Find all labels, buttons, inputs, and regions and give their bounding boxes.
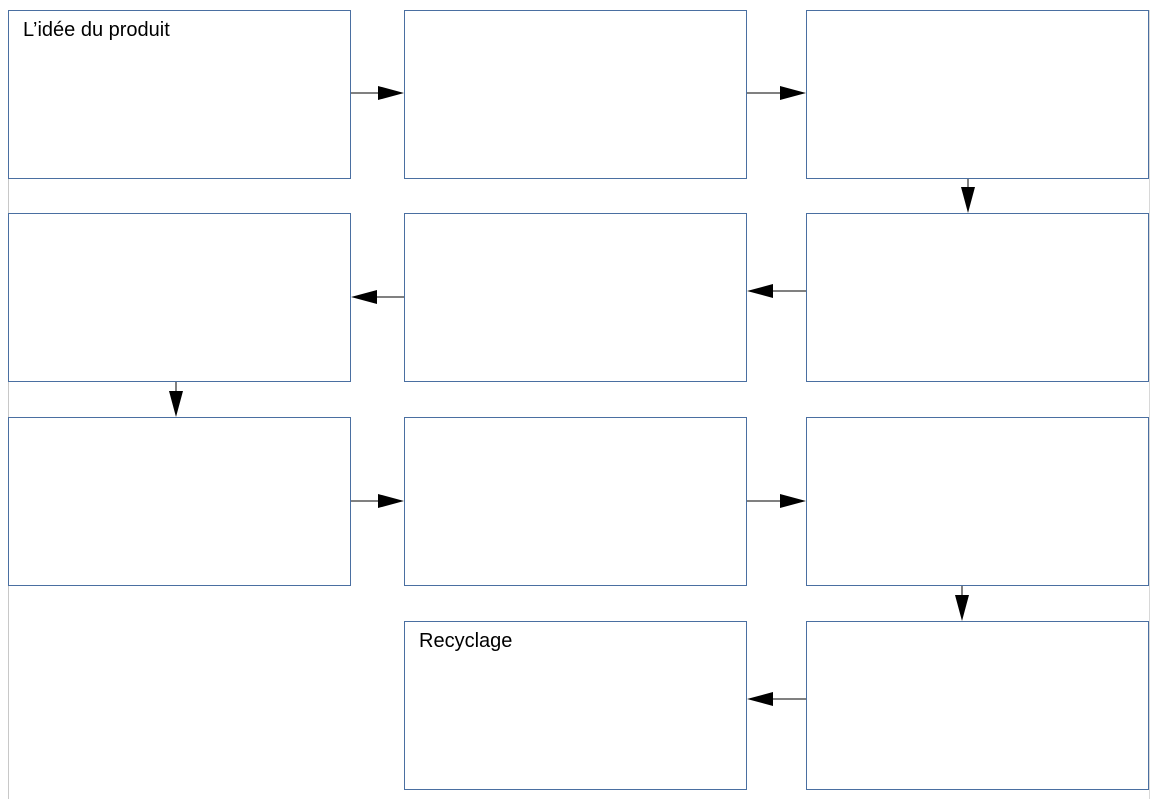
flow-box-9[interactable] (806, 417, 1149, 586)
arrow-3-to-4 (961, 179, 975, 213)
arrow-7-to-8 (351, 494, 404, 508)
flow-box-2[interactable] (404, 10, 747, 179)
arrow-8-to-9 (747, 494, 806, 508)
flow-box-4[interactable] (806, 213, 1149, 382)
arrow-10-to-recycling (747, 692, 806, 706)
flow-box-recycling[interactable]: Recyclage (404, 621, 747, 790)
box-label-recycling: Recyclage (419, 630, 513, 652)
flow-box-6[interactable] (8, 213, 351, 382)
arrow-6-to-7 (169, 382, 183, 417)
page-edge-left (8, 10, 9, 799)
box-label-idea: L’idée du produit (23, 19, 170, 41)
arrow-4-to-5 (747, 284, 806, 298)
page-edge-right (1149, 10, 1150, 799)
arrow-5-to-6 (351, 290, 404, 304)
flow-box-3[interactable] (806, 10, 1149, 179)
arrow-1-to-2 (351, 86, 404, 100)
arrow-2-to-3 (747, 86, 806, 100)
flow-box-10[interactable] (806, 621, 1149, 790)
flow-box-idea[interactable]: L’idée du produit (8, 10, 351, 179)
arrow-9-to-10 (955, 586, 969, 621)
flow-box-7[interactable] (8, 417, 351, 586)
flow-box-8[interactable] (404, 417, 747, 586)
flow-box-5[interactable] (404, 213, 747, 382)
